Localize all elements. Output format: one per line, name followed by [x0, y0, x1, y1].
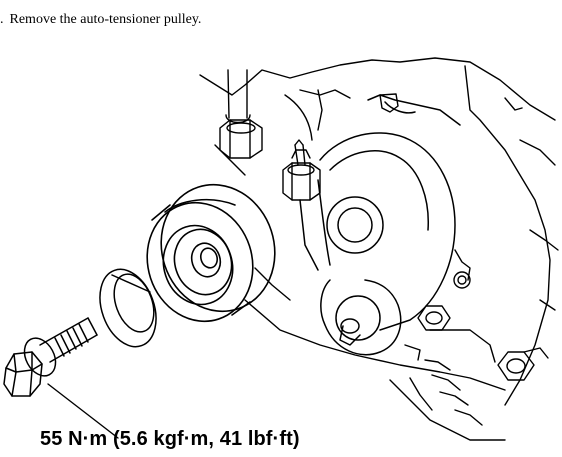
coolant-pipe — [226, 70, 250, 123]
idler-stud-nut — [418, 306, 450, 330]
torque-spec: 55 N·m (5.6 kgf·m, 41 lbf·ft) — [40, 428, 300, 450]
step-instruction: . Remove the auto-tensioner pulley. — [0, 12, 560, 28]
pipe-bolt — [220, 120, 262, 158]
washer — [90, 262, 166, 355]
instruction-text: Remove the auto-tensioner pulley. — [9, 12, 202, 27]
mounting-bolt — [4, 318, 97, 396]
tensioner-bracket — [300, 95, 460, 355]
torque-leader-line — [48, 384, 118, 438]
tensioner-stud-bolt — [283, 140, 320, 200]
ribbed-cover — [405, 345, 482, 425]
side-bolt — [454, 272, 470, 288]
auto-tensioner-pulley — [132, 170, 291, 335]
bottom-right-bolt — [498, 348, 548, 380]
step-marker: . — [0, 12, 4, 27]
engine-block — [200, 58, 558, 440]
